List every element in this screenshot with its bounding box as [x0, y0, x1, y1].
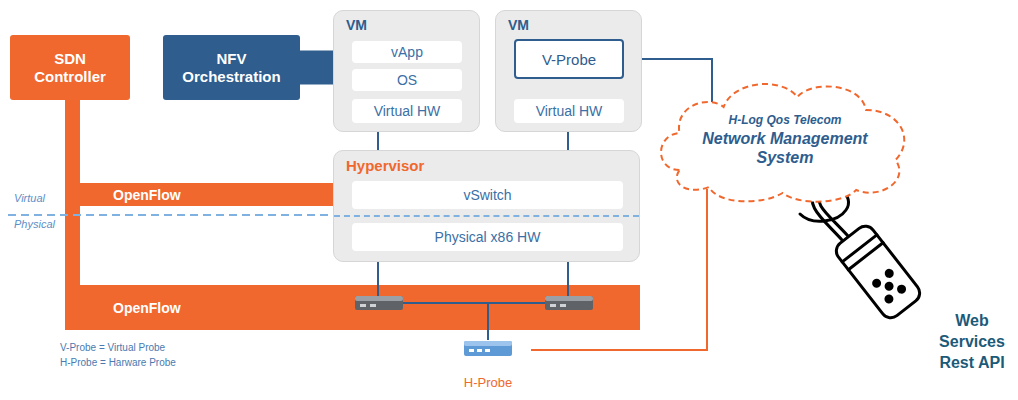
- openflow-band: [65, 285, 640, 330]
- node-label: VM: [508, 17, 529, 33]
- note-text: V-Probe = Virtual Probe: [60, 342, 165, 353]
- virtual-physical-divider: [334, 215, 639, 217]
- connector: [300, 51, 333, 85]
- node-label: NFV Orchestration: [176, 50, 288, 86]
- node-label: vSwitch: [463, 187, 511, 203]
- api-label: Web Services Rest API: [930, 310, 1014, 373]
- node-subtitle: H-Log Qos Telecom: [729, 113, 842, 127]
- link-line: [567, 262, 569, 297]
- plug-icon: [800, 187, 924, 322]
- node-label: SDN Controller: [28, 50, 112, 86]
- openflow-band: OpenFlow: [65, 183, 333, 206]
- probe-box: V-Probe: [514, 39, 624, 79]
- node-label: H-Probe: [464, 375, 512, 390]
- openflow-band: [65, 183, 333, 206]
- note-text: H-Probe = Harware Probe: [60, 357, 176, 368]
- area-label: Physical: [14, 218, 55, 230]
- layer-box: vApp: [352, 41, 462, 63]
- node-label: Virtual HW: [536, 103, 603, 119]
- node-label: V-Probe: [542, 51, 596, 68]
- link-line: [487, 303, 489, 340]
- layer-box: OS: [352, 69, 462, 91]
- node-label: OS: [397, 72, 417, 88]
- node-label: OpenFlow: [113, 187, 181, 203]
- connector: [567, 132, 569, 150]
- node-label: Physical x86 HW: [435, 229, 541, 245]
- orchestration-box: NFV Orchestration: [163, 35, 300, 100]
- hardware-probe: H-Probe: [445, 338, 531, 390]
- layer-box: Virtual HW: [352, 99, 462, 123]
- node-label: Network Management System: [695, 129, 875, 167]
- node-label: vApp: [391, 44, 423, 60]
- node-label: Virtual HW: [374, 103, 441, 119]
- area-label: Virtual: [14, 192, 45, 204]
- probe-device-icon: [463, 338, 513, 358]
- openflow-band: OpenFlow: [65, 285, 640, 330]
- node-label: VM: [346, 17, 367, 33]
- layer-box: Physical x86 HW: [352, 223, 623, 251]
- connector: [377, 132, 379, 150]
- cloud-shape: H-Log Qos TelecomNetwork Management Syst…: [650, 75, 920, 205]
- controller-box: SDN Controller: [10, 35, 130, 100]
- node-label: Hypervisor: [346, 157, 424, 174]
- switch-icon: [355, 296, 403, 310]
- vm-box: VM V-ProbeVirtual HW: [495, 10, 642, 132]
- link-line: [403, 302, 545, 304]
- layer-box: vSwitch: [352, 181, 623, 209]
- node-label: OpenFlow: [113, 300, 181, 316]
- switch-icon: [545, 296, 593, 310]
- link-line: [377, 262, 379, 297]
- virtual-physical-divider: [8, 214, 333, 216]
- vm-box: VM vAppOS Virtual HW: [333, 10, 480, 132]
- layer-box: Virtual HW: [514, 99, 624, 123]
- hypervisor-box: Hypervisor vSwitchPhysical x86 HW: [333, 150, 640, 262]
